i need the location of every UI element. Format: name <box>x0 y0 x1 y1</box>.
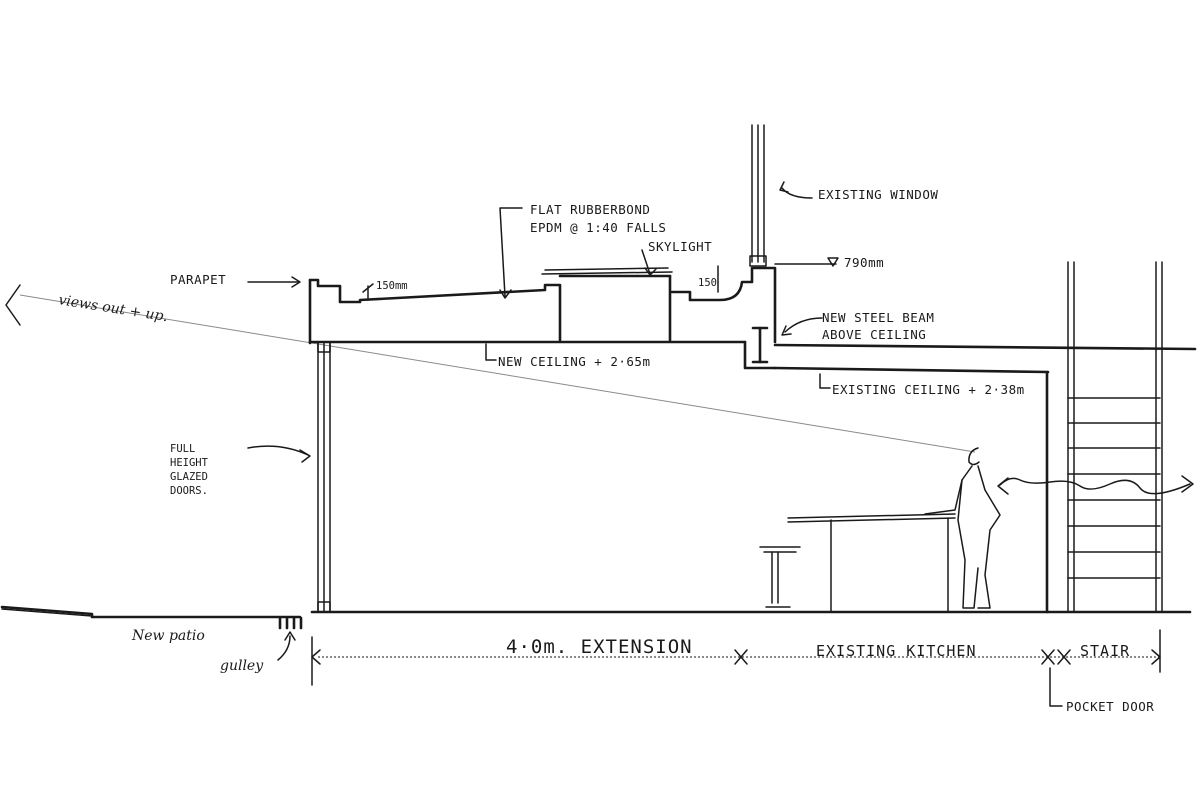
views-label: views out + up. <box>57 292 169 325</box>
stair <box>1067 261 1163 613</box>
skylight-label: SKYLIGHT <box>648 239 712 254</box>
doors-label-2: HEIGHT <box>170 457 209 469</box>
height-790-label: 790mm <box>844 255 884 270</box>
parapet-label: PARAPET <box>170 272 226 287</box>
kitchen-island <box>787 513 956 613</box>
existing-window <box>749 124 767 267</box>
doors-label-1: FULL <box>170 443 195 455</box>
existing-window-label: EXISTING WINDOW <box>818 187 938 202</box>
pocket-door-arrow <box>997 475 1194 495</box>
upstand-150mm-label: 150mm <box>376 280 408 292</box>
extension-dimension-label: 4·0m. EXTENSION <box>506 636 693 658</box>
pocket-door-label: POCKET DOOR <box>1066 699 1154 714</box>
steel-beam <box>751 326 769 364</box>
sight-line <box>5 284 976 453</box>
person-figure <box>924 447 1001 609</box>
ground-line <box>0 605 1192 619</box>
gulley-label: gulley <box>220 658 264 674</box>
flat-roof-label-2: EPDM @ 1:40 FALLS <box>530 220 666 235</box>
existing-ceiling-label: EXISTING CEILING + 2·38m <box>832 382 1025 397</box>
new-patio-label: New patio <box>131 628 205 644</box>
leader-lines <box>247 181 1063 707</box>
steel-beam-label-2: ABOVE CEILING <box>822 327 926 342</box>
upstand-150-label: 150 <box>698 277 717 289</box>
flat-roof-label-1: FLAT RUBBERBOND <box>530 202 650 217</box>
doors-label-3: GLAZED <box>170 471 208 483</box>
dimension-line <box>311 629 1161 686</box>
glazed-doors <box>317 341 331 613</box>
doors-label-4: DOORS. <box>170 485 208 497</box>
new-ceiling-label: NEW CEILING + 2·65m <box>498 354 651 369</box>
steel-beam-label-1: NEW STEEL BEAM <box>822 310 934 325</box>
kitchen-dimension-label: EXISTING KITCHEN <box>816 642 977 660</box>
stair-dimension-label: STAIR <box>1080 642 1130 660</box>
extension-roof <box>308 266 1197 374</box>
bar-stool <box>759 546 801 608</box>
gulley-grate <box>278 616 303 630</box>
